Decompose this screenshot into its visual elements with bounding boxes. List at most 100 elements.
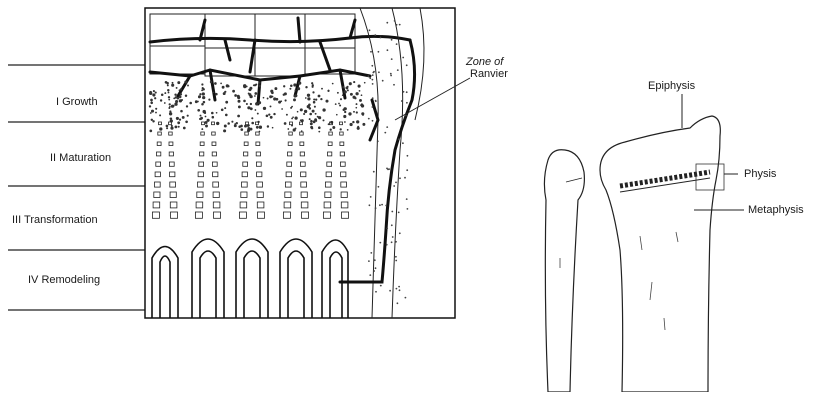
stipple-dot <box>318 95 321 98</box>
ring-dot <box>392 236 394 238</box>
stipple-dot <box>152 121 154 123</box>
stipple-dot <box>301 130 303 132</box>
stipple-dot <box>205 116 207 118</box>
stipple-dot <box>169 103 171 105</box>
stipple-dot <box>338 103 340 105</box>
stipple-dot <box>169 112 172 115</box>
stipple-dot <box>166 127 168 129</box>
ring-dot <box>370 51 372 53</box>
stipple-dot <box>258 101 261 104</box>
stipple-dot <box>249 88 252 91</box>
ring-dot <box>373 270 375 272</box>
ring-dot <box>406 102 408 104</box>
stipple-dot <box>185 120 188 123</box>
ring-dot <box>367 75 369 77</box>
stipple-dot <box>300 108 303 111</box>
stipple-dot <box>263 97 265 99</box>
stipple-dot <box>314 106 316 108</box>
ring-dot <box>402 142 404 144</box>
ring-dot <box>380 37 382 39</box>
stipple-dot <box>179 96 182 99</box>
stipple-dot <box>254 92 257 95</box>
stipple-dot <box>251 117 253 119</box>
stipple-dot <box>155 112 157 114</box>
stipple-dot <box>183 127 186 130</box>
stipple-dot <box>350 123 353 126</box>
stipple-dot <box>159 127 162 130</box>
ring-dot <box>378 51 380 53</box>
stipple-dot <box>238 105 241 108</box>
stipple-dot <box>311 82 313 84</box>
ring-dot <box>406 64 408 66</box>
stipple-dot <box>307 105 310 108</box>
stipple-dot <box>359 90 361 92</box>
ring-dot <box>369 77 371 79</box>
ring-dot <box>407 155 409 157</box>
stipple-dot <box>240 125 243 128</box>
physis-label: Physis <box>744 168 776 180</box>
stipple-dot <box>271 96 273 98</box>
stipple-dot <box>349 82 352 85</box>
stipple-dot <box>202 92 205 95</box>
stipple-dot <box>155 108 157 110</box>
ring-dot <box>395 256 397 258</box>
stipple-dot <box>309 118 311 120</box>
stipple-dot <box>167 89 169 91</box>
ring-dot <box>399 232 401 234</box>
stipple-dot <box>225 114 228 117</box>
stipple-dot <box>287 128 289 130</box>
ring-dot <box>375 291 377 293</box>
stipple-dot <box>313 98 315 100</box>
ring-dot <box>395 241 397 243</box>
stipple-dot <box>344 121 346 123</box>
ring-dot <box>399 24 401 26</box>
stipple-dot <box>312 86 314 88</box>
stipple-dot <box>178 126 180 128</box>
stipple-dot <box>355 107 357 109</box>
stipple-dot <box>343 115 346 118</box>
ring-dot <box>373 71 375 73</box>
stipple-dot <box>303 113 305 115</box>
ring-dot <box>384 132 386 134</box>
stipple-dot <box>246 103 248 105</box>
ring-dot <box>374 259 376 261</box>
stipple-dot <box>203 101 206 104</box>
ring-dot <box>381 204 383 206</box>
stipple-dot <box>313 101 316 104</box>
ring-dot <box>405 297 407 299</box>
stipple-dot <box>332 126 335 129</box>
stipple-dot <box>356 120 359 123</box>
stipple-dot <box>205 125 208 128</box>
stipple-dot <box>335 103 337 105</box>
ring-dot <box>378 186 380 188</box>
stipple-dot <box>344 107 347 110</box>
stipple-dot <box>210 81 212 83</box>
stipple-dot <box>325 100 328 103</box>
ring-dot <box>372 106 374 108</box>
stipple-dot <box>310 120 313 123</box>
stipple-dot <box>274 87 277 90</box>
ring-dot <box>371 65 373 67</box>
ring-dot <box>406 198 408 200</box>
stipple-dot <box>280 100 282 102</box>
stipple-dot <box>364 82 366 84</box>
stipple-dot <box>248 93 250 95</box>
ring-dot <box>375 207 377 209</box>
ring-dot <box>379 242 381 244</box>
stipple-dot <box>330 129 332 131</box>
stipple-dot <box>213 91 215 93</box>
stipple-dot <box>168 92 170 94</box>
stipple-dot <box>344 111 346 113</box>
ring-dot <box>373 171 375 173</box>
stipple-dot <box>187 115 189 117</box>
stipple-dot <box>205 121 208 124</box>
stipple-dot <box>175 126 178 129</box>
stipple-dot <box>297 111 299 113</box>
stipple-dot <box>161 94 164 97</box>
ring-dot <box>397 302 399 304</box>
stipple-dot <box>240 128 243 131</box>
stipple-dot <box>307 94 310 97</box>
stipple-dot <box>270 116 273 119</box>
stipple-dot <box>345 86 348 89</box>
stipple-dot <box>295 89 297 91</box>
